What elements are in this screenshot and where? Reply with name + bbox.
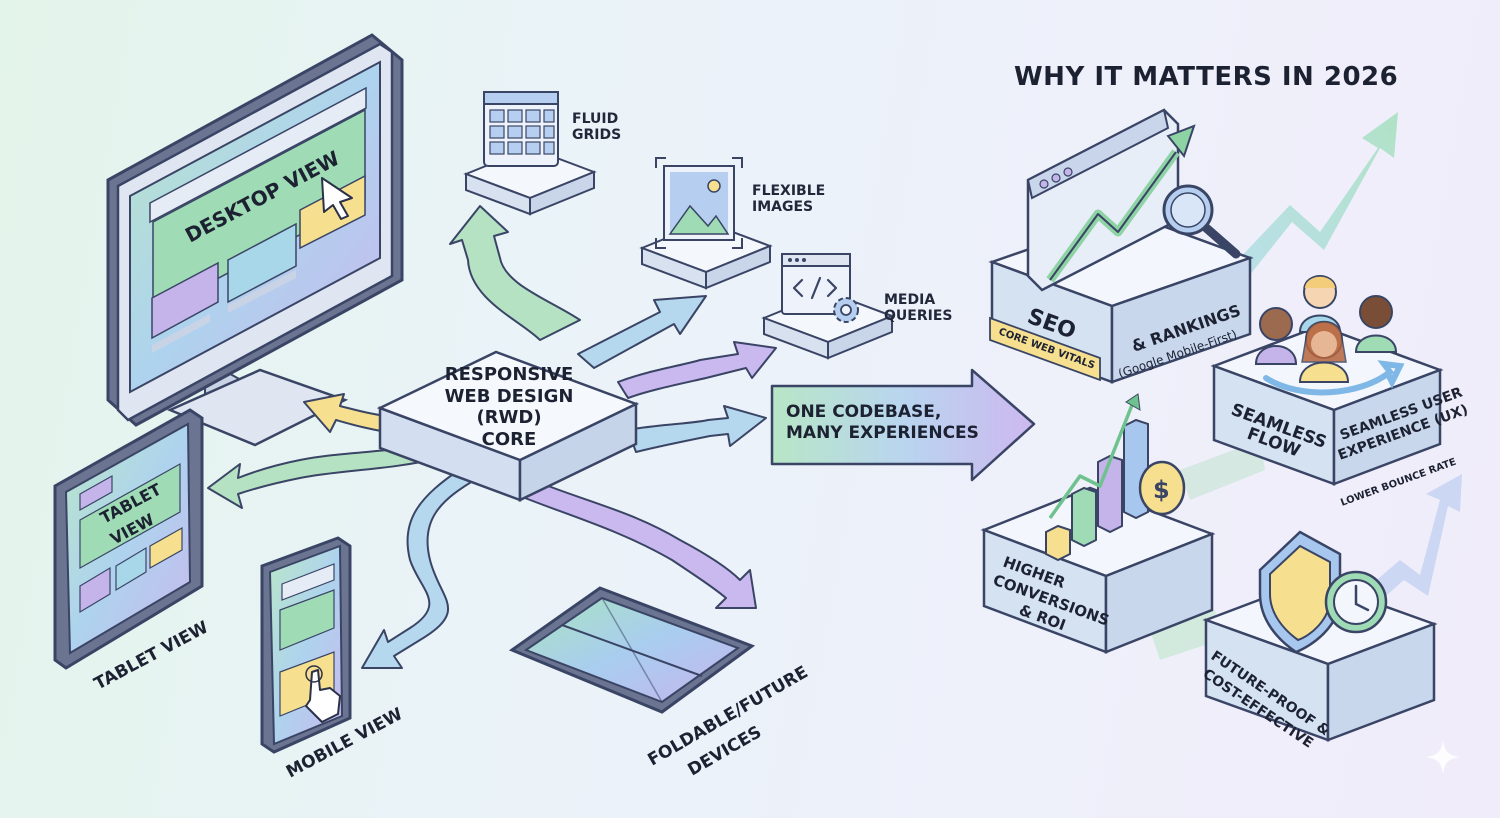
- media-queries-block: [761, 290, 895, 360]
- media-queries-line-2: QUERIES: [884, 308, 953, 325]
- page-title: WHY IT MATTERS IN 2026: [1014, 62, 1399, 92]
- grid-icon: [483, 91, 559, 167]
- media-queries-line-1: MEDIA: [884, 292, 936, 308]
- arrow-to-right: [627, 405, 767, 453]
- svg-text:$: $: [1153, 476, 1170, 504]
- core-web-vitals-badge: [989, 316, 1101, 382]
- codebase-arrow: [770, 368, 1036, 482]
- desktop-monitor: [106, 33, 404, 447]
- arrow-to-mobile: [361, 467, 479, 669]
- arrow-to-tablet: [207, 443, 441, 509]
- arrow-to-flexible-images: [577, 295, 707, 369]
- image-icon: [655, 157, 743, 249]
- cursor-icon: [321, 177, 353, 220]
- tablet-device: [53, 408, 204, 670]
- sparkle-icon: [1426, 740, 1460, 774]
- code-icon: [781, 253, 851, 315]
- rwd-core-line-3: (RWD): [476, 407, 542, 429]
- flexible-images-line-2: IMAGES: [752, 199, 814, 216]
- mobile-device: [260, 536, 352, 754]
- rwd-core-line-1: RESPONSIVE: [444, 364, 574, 385]
- bar-chart-icon: [1045, 393, 1149, 562]
- codebase-line-1: ONE CODEBASE,: [786, 402, 942, 422]
- fluid-grids-line-2: GRIDS: [572, 127, 622, 144]
- codebase-line-2: MANY EXPERIENCES: [786, 423, 979, 444]
- arrow-to-fluid-grids: [449, 205, 581, 341]
- codebase-label: ONE CODEBASE, MANY EXPERIENCES: [786, 402, 979, 445]
- arrow-to-foldable: [519, 477, 757, 609]
- clock-icon: [1324, 570, 1388, 634]
- rwd-core-label: RESPONSIVE WEB DESIGN (RWD) CORE: [430, 364, 588, 450]
- flexible-images-line-1: FLEXIBLE: [752, 183, 826, 199]
- magnifier-icon: [1162, 184, 1241, 259]
- rwd-core-block: [376, 350, 640, 502]
- fluid-grids-label: FLUID GRIDS: [572, 111, 621, 143]
- rwd-core-line-4: CORE: [481, 428, 537, 450]
- hand-pointer-icon: [305, 665, 341, 723]
- flexible-images-label: FLEXIBLE IMAGES: [752, 183, 825, 215]
- media-queries-label: MEDIA QUERIES: [884, 292, 952, 324]
- foldable-device: [508, 586, 756, 714]
- arrow-to-media-queries: [617, 341, 777, 399]
- conversions-block: [980, 486, 1216, 654]
- users-icon: [1254, 275, 1405, 396]
- browser-window-icon: [1026, 108, 1196, 292]
- rwd-core-line-2: WEB DESIGN: [444, 385, 574, 407]
- dollar-coin-icon: $: [1138, 460, 1186, 516]
- gear-icon: [833, 297, 859, 323]
- connector-band-middle: [1150, 440, 1265, 660]
- fluid-grids-line-1: FLUID: [572, 111, 619, 127]
- shield-icon: [1258, 530, 1342, 654]
